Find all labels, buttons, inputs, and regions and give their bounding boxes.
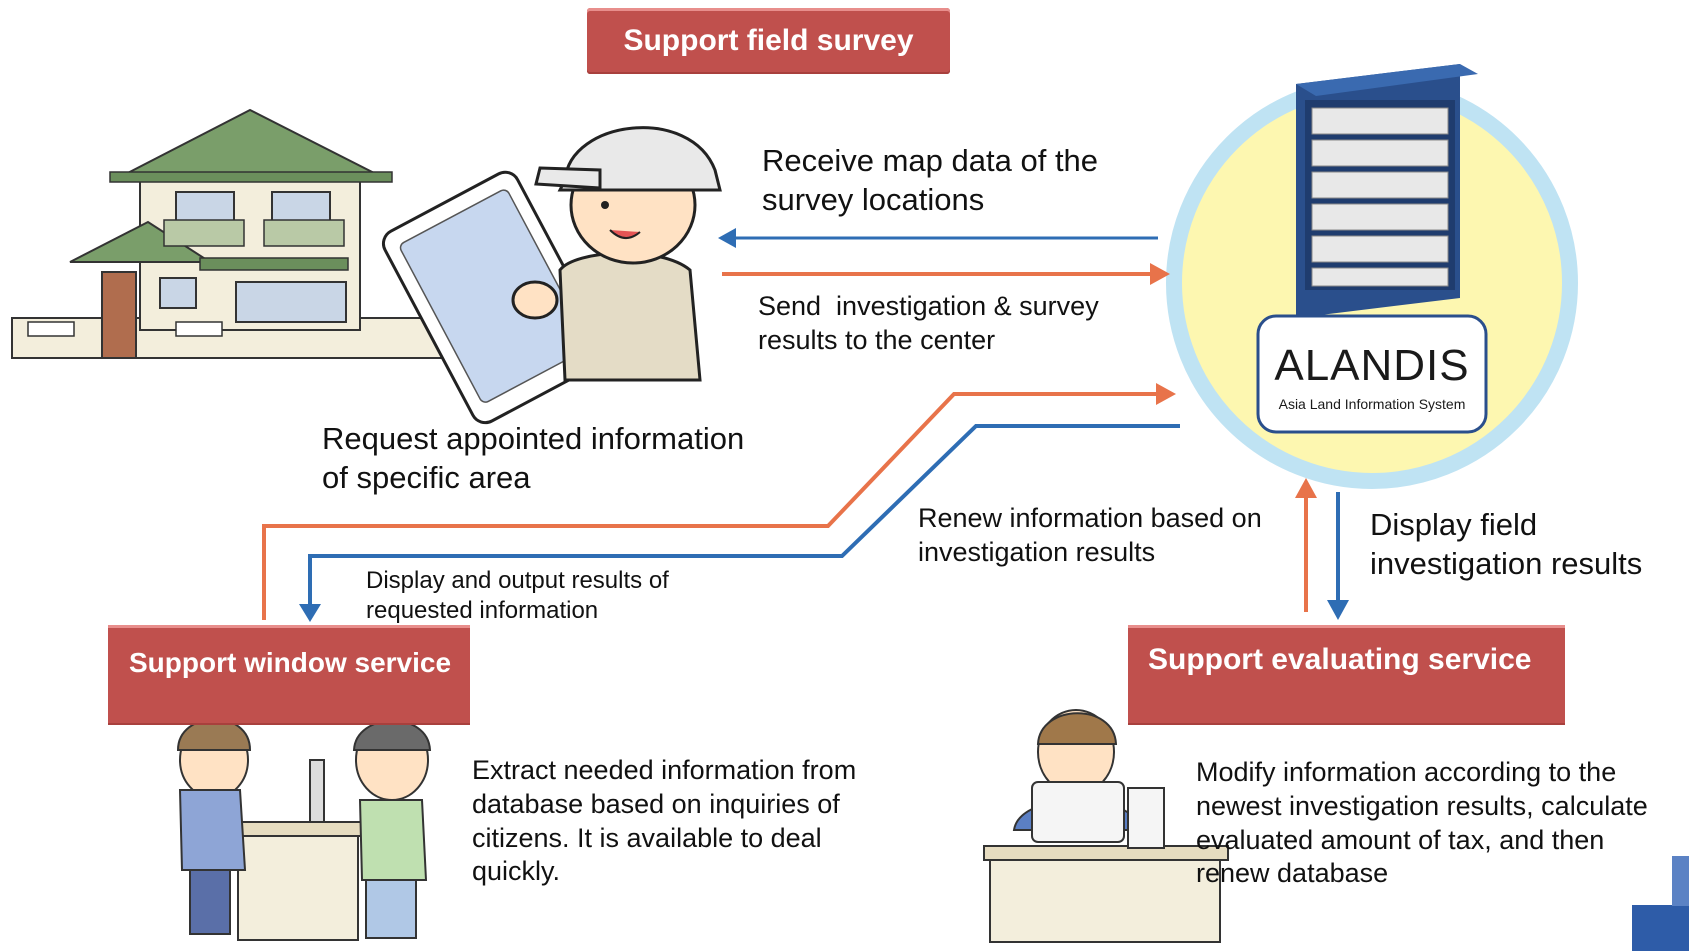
flow-arrows <box>262 228 1349 622</box>
tag-support-evaluating-service: Support evaluating service <box>1128 625 1565 725</box>
label-extract-info: Extract needed information from database… <box>472 755 857 887</box>
corner-decoration <box>1632 905 1689 951</box>
label-request-info: Request appointed information of specifi… <box>322 421 745 495</box>
window-service-illustration <box>176 718 432 941</box>
label-display-output: Display and output results of requested … <box>366 567 669 624</box>
label-renew-info: Renew information based on investigation… <box>918 503 1262 567</box>
alandis-logo: ALANDIS Asia Land Information System <box>1262 341 1482 413</box>
label-modify-info: Modify information according to the newe… <box>1196 757 1648 889</box>
label-send-results: Send investigation & survey results to t… <box>758 291 1107 355</box>
evaluating-service-illustration <box>983 709 1229 943</box>
tag-support-window-service: Support window service <box>108 625 470 725</box>
alandis-logo-subtitle: Asia Land Information System <box>1278 396 1466 412</box>
server-illustration <box>1166 64 1578 489</box>
label-receive-map: Receive map data of the survey locations <box>762 143 1099 217</box>
alandis-logo-name: ALANDIS <box>1274 341 1470 390</box>
surveyor-illustration <box>381 126 722 425</box>
tag-support-field-survey: Support field survey <box>587 8 950 74</box>
house-illustration <box>11 108 473 359</box>
label-display-field: Display field investigation results <box>1370 507 1643 581</box>
